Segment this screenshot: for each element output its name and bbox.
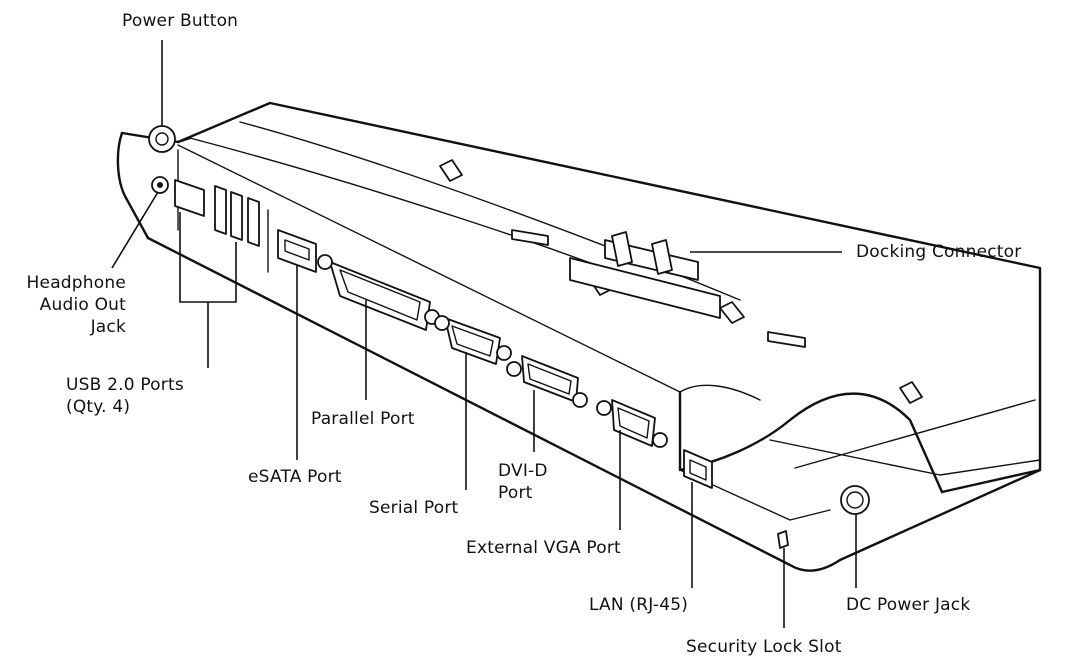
label-vga: External VGA Port xyxy=(466,538,621,558)
latch-tab-1 xyxy=(439,159,463,182)
label-serial: Serial Port xyxy=(369,498,459,518)
leader-lines xyxy=(111,40,857,628)
label-parallel: Parallel Port xyxy=(311,409,415,429)
left-top-edge xyxy=(120,131,192,144)
label-dvi-line-1: DVI-D xyxy=(498,461,548,481)
label-security: Security Lock Slot xyxy=(686,637,842,657)
label-dvi: DVI-D Port xyxy=(498,460,548,504)
right-side-line xyxy=(794,399,1036,469)
usb-port-3 xyxy=(230,191,243,241)
vga-port xyxy=(596,399,668,448)
right-front-edge xyxy=(838,468,1042,562)
dock-base xyxy=(569,257,721,319)
front-lower-panel xyxy=(679,469,831,521)
label-usb: USB 2.0 Ports (Qty. 4) xyxy=(66,374,184,418)
power-button[interactable] xyxy=(148,125,176,153)
latch-tab-4 xyxy=(899,381,923,404)
port-replicator-body xyxy=(116,101,1042,572)
right-curve xyxy=(678,390,944,494)
label-docking: Docking Connector xyxy=(856,242,1022,262)
dock-hook-left xyxy=(611,231,633,267)
label-dc-power: DC Power Jack xyxy=(846,595,971,615)
right-step xyxy=(679,384,761,401)
esata-port xyxy=(277,229,317,273)
top-ridge xyxy=(239,121,741,301)
label-power-button: Power Button xyxy=(122,11,239,31)
left-end-profile xyxy=(116,131,150,240)
usb-port-4 xyxy=(247,197,260,247)
front-top-edge xyxy=(177,144,681,393)
leader-headphone xyxy=(111,191,159,269)
label-headphone-line-3: Jack xyxy=(90,317,126,337)
security-lock-slot xyxy=(777,530,789,549)
label-headphone-line-1: Headphone xyxy=(26,273,126,293)
dc-power-jack xyxy=(840,485,870,515)
slot-tab-2 xyxy=(767,331,806,348)
label-lan: LAN (RJ-45) xyxy=(589,595,689,615)
parallel-port xyxy=(317,254,440,331)
label-usb-line-1: USB 2.0 Ports xyxy=(66,375,184,395)
usb-port-2 xyxy=(214,185,227,235)
label-usb-line-2: (Qty. 4) xyxy=(66,397,131,417)
slot-tab-1 xyxy=(511,229,549,246)
usb-ports xyxy=(174,179,260,247)
usb-port-1 xyxy=(174,179,205,217)
label-headphone: Headphone Audio Out Jack xyxy=(0,272,126,338)
dock-hook-right xyxy=(651,239,673,275)
front-bottom-edge xyxy=(146,236,842,572)
headphone-jack xyxy=(151,176,169,194)
latch-tab-3 xyxy=(719,301,745,324)
top-surface-edge xyxy=(176,101,1042,494)
docking-connector xyxy=(569,231,721,319)
leader-usb-bracket xyxy=(179,212,237,303)
label-headphone-line-2: Audio Out xyxy=(39,295,126,315)
right-base-edge xyxy=(769,439,1041,476)
label-esata: eSATA Port xyxy=(248,467,342,487)
dvi-port xyxy=(506,355,588,408)
label-dvi-line-2: Port xyxy=(498,483,533,503)
serial-port xyxy=(434,315,512,365)
lan-port xyxy=(683,449,713,489)
